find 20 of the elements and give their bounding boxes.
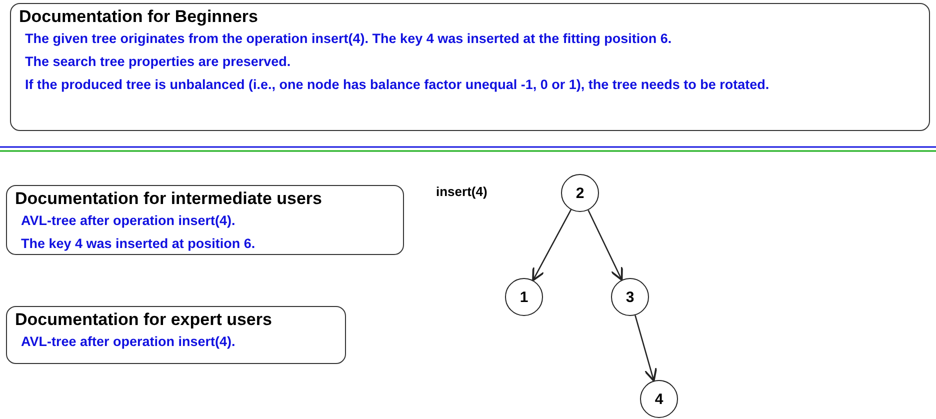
tree-node-circle: 3: [611, 278, 649, 316]
arrow: [532, 209, 572, 282]
panel-text: If the produced tree is unbalanced (i.e., one node has balance factor unequal -1, 0 or 1), the tree needs to be rotated.: [24, 76, 770, 94]
documentation-panel: [6, 306, 346, 364]
panel-text: AVL-tree after operation insert(4).: [20, 333, 236, 351]
documentation-panel: [10, 3, 930, 131]
documentation-panel: [6, 185, 404, 255]
tree-node-circle: 1: [505, 278, 543, 316]
panel-heading: Documentation for intermediate users: [15, 188, 324, 209]
panel-heading: Documentation for Beginners: [19, 6, 259, 27]
panel-text: The search tree properties are preserved.: [24, 53, 292, 71]
panel-text: AVL-tree after operation insert(4).: [20, 212, 236, 230]
panel-heading: Documentation for expert users: [15, 309, 273, 330]
tree-node-circle: 4: [640, 380, 678, 418]
panel-text: The given tree originates from the operation insert(4). The key 4 was inserted at the fitting position 6.: [24, 30, 673, 48]
panel-text: The key 4 was inserted at position 6.: [20, 235, 256, 253]
operation-label: insert(4): [436, 184, 488, 199]
tree-node-circle: 2: [561, 174, 599, 212]
arrow: [588, 210, 623, 281]
arrow: [634, 315, 658, 382]
